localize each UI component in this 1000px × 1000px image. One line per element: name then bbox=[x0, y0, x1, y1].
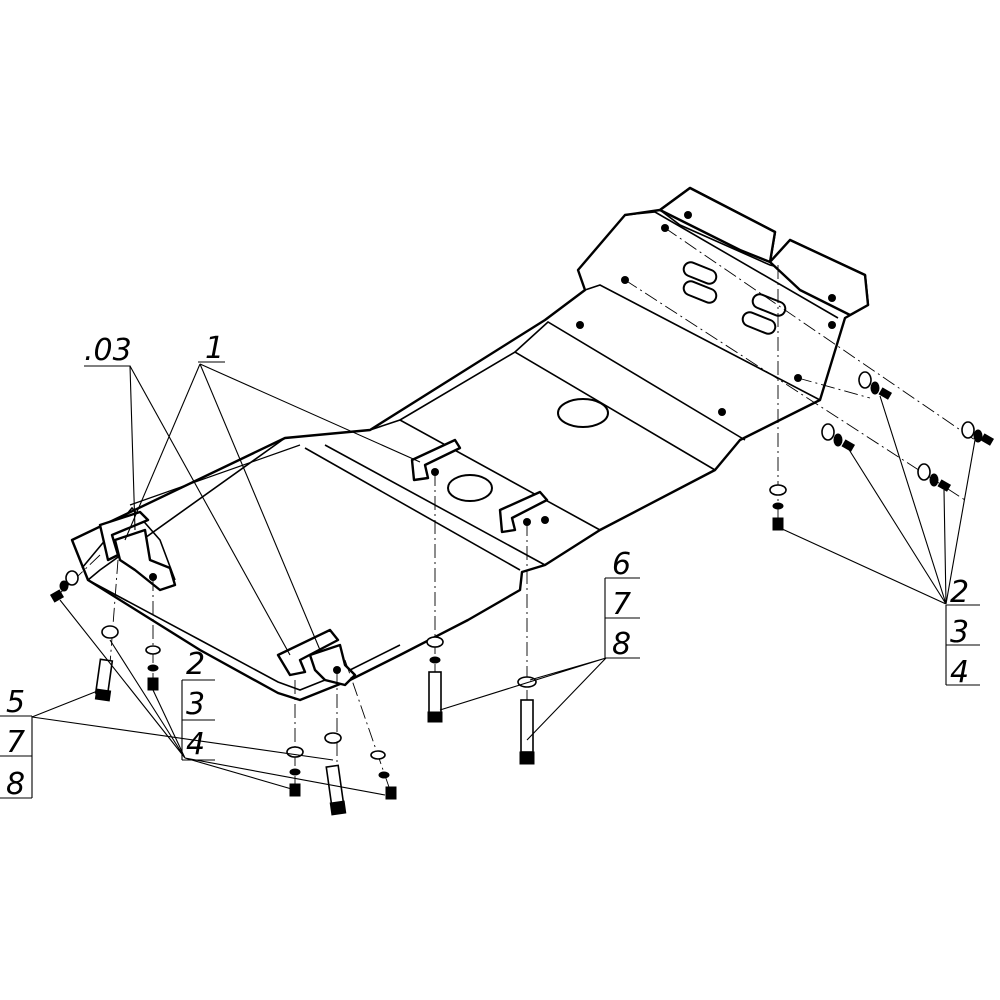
callout-center-6: 6 bbox=[612, 547, 631, 582]
bend-line-left bbox=[304, 447, 521, 571]
axis-3 bbox=[797, 377, 871, 399]
bracket-front-right bbox=[308, 643, 357, 687]
leader-1-b bbox=[199, 363, 321, 651]
leader-03-a bbox=[84, 365, 136, 531]
leader-left-lower bbox=[31, 689, 334, 761]
bracket-center-right bbox=[498, 490, 549, 534]
callout-left-lower-5: 5 bbox=[6, 685, 25, 720]
callout-left-lower-7: 7 bbox=[6, 725, 25, 760]
callout-right-2: 2 bbox=[950, 575, 969, 610]
slot-4 bbox=[741, 311, 777, 335]
hardware-right-2 bbox=[858, 371, 893, 400]
axis-2 bbox=[624, 279, 966, 501]
right-stack-box bbox=[945, 604, 980, 686]
callout-left-upper-2: 2 bbox=[186, 647, 205, 682]
leader-right bbox=[779, 395, 976, 605]
right-tab-right bbox=[768, 238, 870, 317]
hardware-left-1 bbox=[94, 625, 119, 702]
callout-1: 1 bbox=[205, 331, 224, 366]
callout-left-upper-3: 3 bbox=[186, 687, 205, 722]
callout-right-4: 4 bbox=[950, 655, 969, 690]
slot-1 bbox=[682, 261, 718, 285]
leader-center bbox=[439, 657, 607, 741]
front-round-hole bbox=[447, 474, 493, 502]
callout-right-3: 3 bbox=[950, 615, 969, 650]
skid-plate-outline bbox=[70, 186, 870, 702]
mount-hole-l bbox=[541, 516, 549, 524]
right-tab-hole-1 bbox=[684, 211, 692, 219]
bracket-left-front bbox=[113, 528, 177, 592]
axis-9 bbox=[344, 659, 391, 791]
plate-openings bbox=[431, 211, 836, 526]
hardware-right-4 bbox=[917, 463, 952, 492]
right-tab-hole-2 bbox=[828, 294, 836, 302]
leader-lines bbox=[0, 361, 980, 799]
bracket-front-left bbox=[276, 628, 340, 677]
left-section-front bbox=[87, 437, 286, 581]
center-stack-box bbox=[604, 577, 640, 659]
leader-left-upper bbox=[59, 599, 386, 796]
leader-1-c bbox=[199, 363, 421, 463]
hardware-center-left bbox=[426, 636, 444, 723]
skid-plate bbox=[70, 186, 870, 702]
callout-labels: .03 1 2 3 4 5 7 8 6 7 8 2 3 4 bbox=[6, 331, 969, 802]
center-panel-top bbox=[514, 321, 746, 441]
center-round-hole bbox=[557, 398, 609, 428]
mount-hole-d bbox=[576, 321, 584, 329]
hardware-left-3 bbox=[49, 570, 79, 603]
hardware-front-2 bbox=[324, 732, 347, 816]
hardware-right-vertical bbox=[769, 484, 787, 531]
mount-hole-g bbox=[828, 321, 836, 329]
front-rim bbox=[87, 579, 401, 691]
bracket-left-rear bbox=[98, 510, 150, 562]
hardware-right-3 bbox=[821, 423, 856, 452]
hardware-right-1 bbox=[961, 421, 995, 446]
callout-center-8: 8 bbox=[612, 627, 631, 662]
callout-left-upper-4: 4 bbox=[186, 727, 205, 762]
hardware-left-2 bbox=[145, 645, 161, 691]
right-section-edge bbox=[584, 284, 821, 401]
axis-1 bbox=[664, 227, 976, 441]
left-upper-stack-box bbox=[181, 679, 215, 761]
mount-hole-i bbox=[718, 408, 726, 416]
callout-center-7: 7 bbox=[612, 587, 631, 622]
brackets bbox=[98, 186, 870, 687]
callout-left-lower-8: 8 bbox=[6, 767, 25, 802]
hardware-front-3 bbox=[370, 750, 397, 800]
left-section-inner bbox=[129, 444, 301, 506]
leader-1-a bbox=[124, 363, 201, 541]
callout-03: .03 bbox=[84, 333, 132, 368]
leader-03-b bbox=[129, 365, 291, 656]
slot-2 bbox=[682, 280, 718, 304]
right-flange-inner bbox=[624, 211, 839, 319]
left-lower-stack-box bbox=[0, 715, 33, 799]
bracket-center-left bbox=[410, 438, 462, 482]
slot-3 bbox=[751, 293, 787, 317]
